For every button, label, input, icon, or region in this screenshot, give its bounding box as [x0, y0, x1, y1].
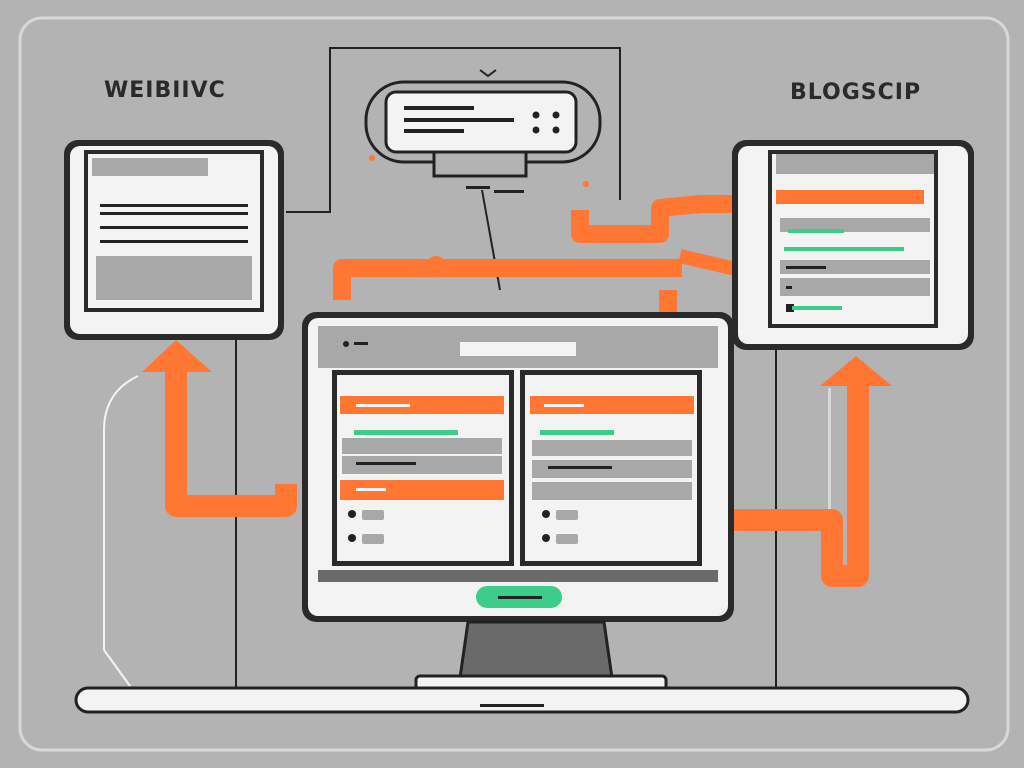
desk-bar — [74, 686, 970, 714]
outer-frame — [18, 16, 1010, 752]
arrow-up-left — [142, 340, 212, 372]
left-vertical-thin-line — [103, 375, 139, 687]
router-device — [364, 80, 602, 193]
arrow-up-right — [820, 356, 892, 386]
tablet-right — [732, 140, 974, 350]
right-vertical-thin-line — [828, 388, 831, 568]
label-left: WEIBIIVC — [104, 78, 226, 103]
desktop-monitor — [302, 312, 734, 692]
label-right: BLOGSCIP — [790, 80, 922, 105]
pipe-joint-top — [426, 256, 446, 276]
tablet-left — [64, 140, 284, 340]
